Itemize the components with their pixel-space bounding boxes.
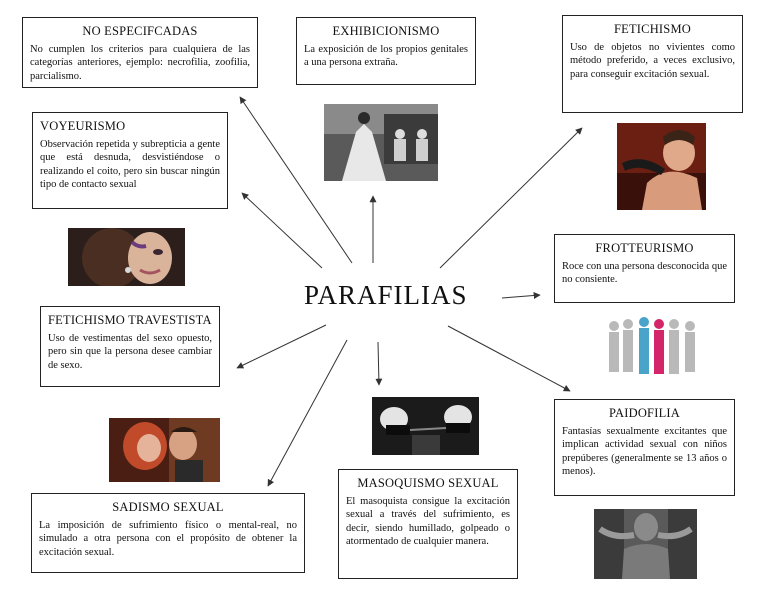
photo-fetichismo-travestista [109,418,220,482]
box-description: El masoquista consigue la excitación sex… [346,496,510,548]
arrow-fetichismo-travestista [236,324,327,369]
box-description: La exposición de los propios genitales a… [304,44,468,69]
box-title: MASOQUISMO SEXUAL [357,476,499,490]
box-title: VOYEURISMO [40,119,126,133]
arrow-no-especificadas [239,96,353,264]
arrow-voyeurismo [241,192,323,269]
box-sadismo: SADISMO SEXUAL La imposición de sufrimie… [31,493,305,573]
photo-frotteurismo [604,314,700,380]
arrow-masoquismo [375,341,383,386]
arrow-frotteurismo [501,292,541,299]
photo-masoquismo [372,397,479,455]
box-title: EXHIBICIONISMO [332,24,440,38]
box-description: La imposición de sufrimiento físico o me… [39,520,297,558]
box-description: Uso de objetos no vivientes como método … [570,42,735,80]
box-description: Fantasías sexualmente excitantes que imp… [562,426,727,478]
box-exhibicionismo: EXHIBICIONISMO La exposición de los prop… [296,17,476,85]
central-title: PARAFILIAS [304,280,468,310]
box-title: NO ESPECIFCADAS [82,24,198,38]
box-masoquismo: MASOQUISMO SEXUAL El masoquista consigue… [338,469,518,579]
photo-voyeurismo [68,228,185,286]
photo-exhibicionismo [324,104,438,181]
box-description: Uso de vestimentas del sexo opuesto, per… [48,333,212,371]
box-title: SADISMO SEXUAL [112,500,224,514]
box-voyeurismo: VOYEURISMO Observación repetida y subrep… [32,112,228,209]
arrow-fetichismo [439,127,583,269]
arrow-paidofilia [447,325,571,392]
photo-paidofilia [594,509,697,579]
box-description: Observación repetida y subrepticia a gen… [40,139,220,191]
box-title: FETICHISMO TRAVESTISTA [48,313,212,327]
arrow-sadismo [267,339,348,487]
box-title: FETICHISMO [613,22,691,36]
box-title: PAIDOFILIA [609,406,680,420]
box-fetichismo-travestista: FETICHISMO TRAVESTISTA Uso de vestimenta… [40,306,220,387]
box-no-especificadas: NO ESPECIFCADAS No cumplen los criterios… [22,17,258,88]
box-paidofilia: PAIDOFILIA Fantasías sexualmente excitan… [554,399,735,496]
box-fetichismo: FETICHISMO Uso de objetos no vivientes c… [562,15,743,113]
box-description: Roce con una persona desconocida que no … [562,261,727,286]
photo-fetichismo [617,123,706,210]
box-frotteurismo: FROTTEURISMO Roce con una persona descon… [554,234,735,303]
box-title: FROTTEURISMO [595,241,694,255]
box-description: No cumplen los criterios para cualquiera… [30,44,250,82]
